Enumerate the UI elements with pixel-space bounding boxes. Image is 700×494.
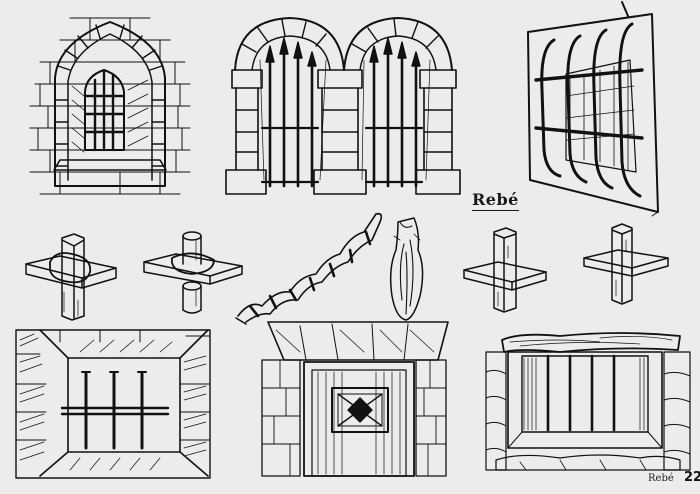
- page-number: 22: [684, 470, 700, 485]
- gothic-window-drawing: [29, 17, 191, 195]
- twisted-bar-drawing: [235, 212, 383, 325]
- bar-joint-3-drawing: [463, 227, 547, 313]
- twin-arch-window-drawing: [225, 17, 461, 195]
- bar-joint-2-drawing: [143, 231, 243, 314]
- bar-joint-4-drawing: [583, 223, 669, 305]
- lintel-window-drawing: [485, 332, 691, 471]
- grilled-door-drawing: [261, 321, 449, 477]
- artist-signature-small: Rebé: [648, 473, 674, 484]
- artist-signature: Rebé: [472, 190, 519, 211]
- bar-joint-1-drawing: [25, 233, 117, 321]
- split-bar-end-drawing: [389, 217, 424, 321]
- curved-grille-drawing: [527, 1, 659, 217]
- recessed-window-drawing: [15, 329, 211, 479]
